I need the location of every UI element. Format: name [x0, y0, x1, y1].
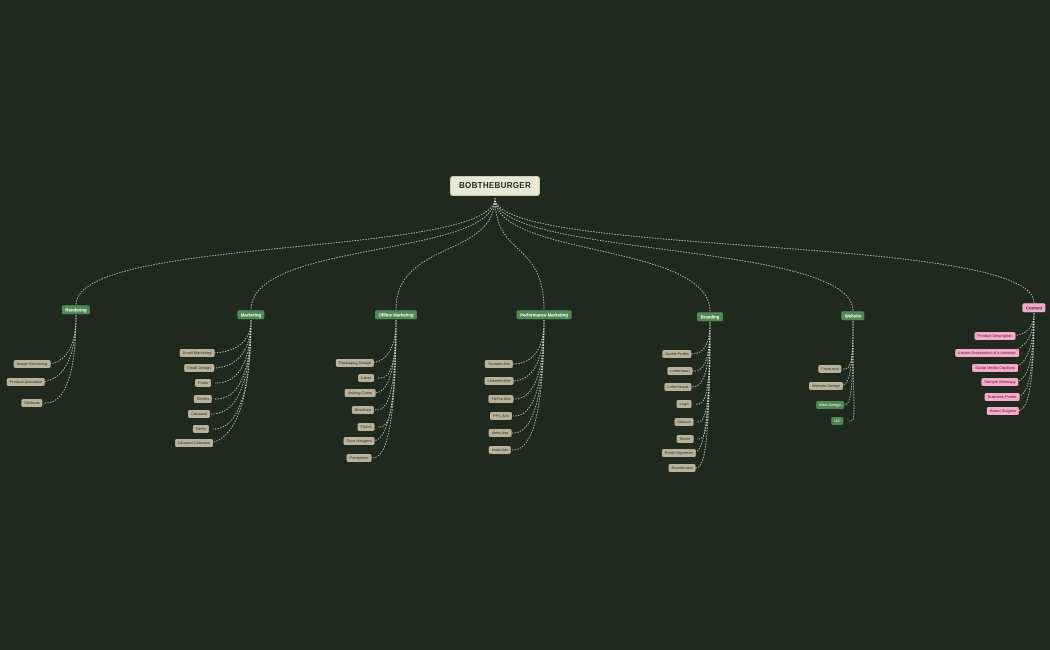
connector-marketing-5 — [212, 319, 252, 430]
leaf-mascot[interactable]: Mascot — [674, 418, 694, 426]
connector-root-branding — [494, 197, 711, 313]
leaf-letterheads[interactable]: Letterheads — [664, 383, 692, 391]
leaf-email-marketing[interactable]: Email Marketing — [179, 349, 215, 357]
leaf-ppc-ads[interactable]: PPC Ads — [489, 412, 513, 420]
connector-root-content — [494, 197, 1035, 304]
leaf-methods[interactable]: Methods — [21, 399, 43, 407]
connector-performance-marketing-0 — [510, 319, 545, 365]
connector-marketing-6 — [205, 319, 252, 444]
branch-content[interactable]: Content — [1022, 303, 1046, 313]
leaf-web-design[interactable]: Web Design — [816, 401, 844, 409]
leaf-sample-webcopy[interactable]: Sample Webcopy — [981, 378, 1019, 386]
connector-marketing-3 — [214, 319, 252, 400]
connector-offline-marketing-2 — [371, 319, 397, 394]
leaf-visiting-cards[interactable]: Visiting Cards — [344, 389, 376, 397]
connector-website-2 — [841, 320, 854, 406]
leaf-packaging-design[interactable]: Packaging Design — [335, 359, 375, 367]
connector-branding-0 — [688, 321, 711, 355]
connector-marketing-0 — [208, 319, 252, 354]
leaf-pamphlets[interactable]: Pamphlets — [346, 454, 372, 462]
connector-rendering-1 — [37, 314, 77, 383]
leaf-inbound-calendar[interactable]: Inbound Calendar — [175, 439, 213, 447]
leaf-front-end[interactable]: Front-end — [818, 365, 842, 373]
connector-offline-marketing-1 — [377, 319, 397, 379]
connector-marketing-1 — [210, 319, 252, 369]
connector-root-performance-marketing — [494, 197, 545, 311]
connector-branding-3 — [695, 321, 711, 405]
branch-marketing[interactable]: Marketing — [237, 310, 265, 320]
connector-offline-marketing-0 — [366, 319, 397, 364]
connector-branding-5 — [696, 321, 711, 440]
leaf-product-description[interactable]: Product Description — [974, 332, 1016, 340]
connector-marketing-4 — [210, 319, 252, 415]
connector-root-website — [494, 197, 854, 312]
leaf-instant-screenshot-of-a-calendar[interactable]: Instant Screenshot of a calendar — [955, 349, 1019, 357]
connector-root-offline-marketing — [395, 197, 496, 311]
leaf-insta-ads[interactable]: Insta Ads — [488, 446, 512, 454]
connector-offline-marketing-5 — [370, 319, 397, 442]
connector-rendering-0 — [43, 314, 77, 365]
leaf-letterhead[interactable]: Letterhead — [667, 367, 693, 375]
leaf-social-profile[interactable]: Social Profile — [662, 350, 692, 358]
leaf-name[interactable]: Name — [676, 435, 694, 443]
leaf-youtube-ads[interactable]: Youtube Ads — [484, 360, 514, 368]
leaf-website-design[interactable]: Website Design — [809, 382, 843, 390]
leaf-carousel[interactable]: Carousel — [187, 410, 211, 418]
branch-rendering[interactable]: Rendering — [61, 305, 91, 315]
connector-website-3 — [848, 320, 855, 422]
leaf-flyers[interactable]: Flyers — [357, 423, 375, 431]
leaf-email-design[interactable]: Email Design — [184, 364, 214, 372]
connector-branding-6 — [690, 321, 711, 454]
connector-website-1 — [837, 320, 854, 387]
branch-performance-marketing[interactable]: Performance Marketing — [516, 310, 572, 320]
leaf-label[interactable]: Label — [358, 374, 374, 382]
connector-offline-marketing-4 — [377, 319, 397, 428]
leaf-social-media-captions[interactable]: Social Media Captions — [972, 364, 1018, 372]
connector-rendering-2 — [43, 314, 77, 404]
connector-performance-marketing-3 — [512, 319, 545, 417]
leaf-image-rendering[interactable]: Image Rendering — [13, 360, 51, 368]
connector-marketing-2 — [214, 319, 252, 384]
leaf-brandboard[interactable]: Brandboard — [668, 464, 696, 472]
leaf-brochure[interactable]: Brochure — [351, 406, 375, 414]
leaf-linkedin-ads[interactable]: LinkedIn Ads — [484, 377, 514, 385]
leaf-meta-ads[interactable]: Meta Ads — [488, 429, 512, 437]
connector-branding-7 — [693, 321, 711, 469]
connector-offline-marketing-3 — [374, 319, 397, 411]
leaf-posts[interactable]: Posts — [194, 379, 212, 387]
leaf-logo[interactable]: Logo — [676, 400, 692, 408]
leaf-tiktok-ads[interactable]: TikTok Ads — [488, 395, 514, 403]
connector-branding-4 — [695, 321, 711, 423]
leaf-reels[interactable]: Reels — [192, 425, 210, 433]
connector-performance-marketing-4 — [511, 319, 545, 434]
branch-offline-marketing[interactable]: Offline Marketing — [374, 310, 418, 320]
branch-branding[interactable]: Branding — [697, 312, 723, 322]
connector-root-rendering — [75, 197, 496, 306]
connector-website-0 — [841, 320, 854, 370]
leaf-email-signature[interactable]: Email Signature — [661, 449, 697, 457]
leaf-business-profile[interactable]: Business Profile — [984, 393, 1020, 401]
leaf-ux[interactable]: UX — [831, 417, 843, 425]
leaf-stories[interactable]: Stories — [193, 395, 213, 403]
connector-root-marketing — [250, 197, 496, 311]
connector-performance-marketing-2 — [512, 319, 545, 400]
connector-branding-1 — [691, 321, 711, 372]
connector-content-2 — [1006, 312, 1035, 369]
leaf-door-hangers[interactable]: Door Hangers — [343, 437, 375, 445]
connector-performance-marketing-1 — [510, 319, 545, 382]
branch-website[interactable]: Website — [841, 311, 865, 321]
root-topic[interactable]: BOBTHEBURGER — [449, 176, 541, 196]
leaf-brand-slogans[interactable]: Brand Slogans — [986, 407, 1020, 415]
connector-branding-2 — [689, 321, 711, 388]
connector-performance-marketing-5 — [511, 319, 545, 451]
leaf-product-animation[interactable]: Product Animation — [6, 378, 46, 386]
